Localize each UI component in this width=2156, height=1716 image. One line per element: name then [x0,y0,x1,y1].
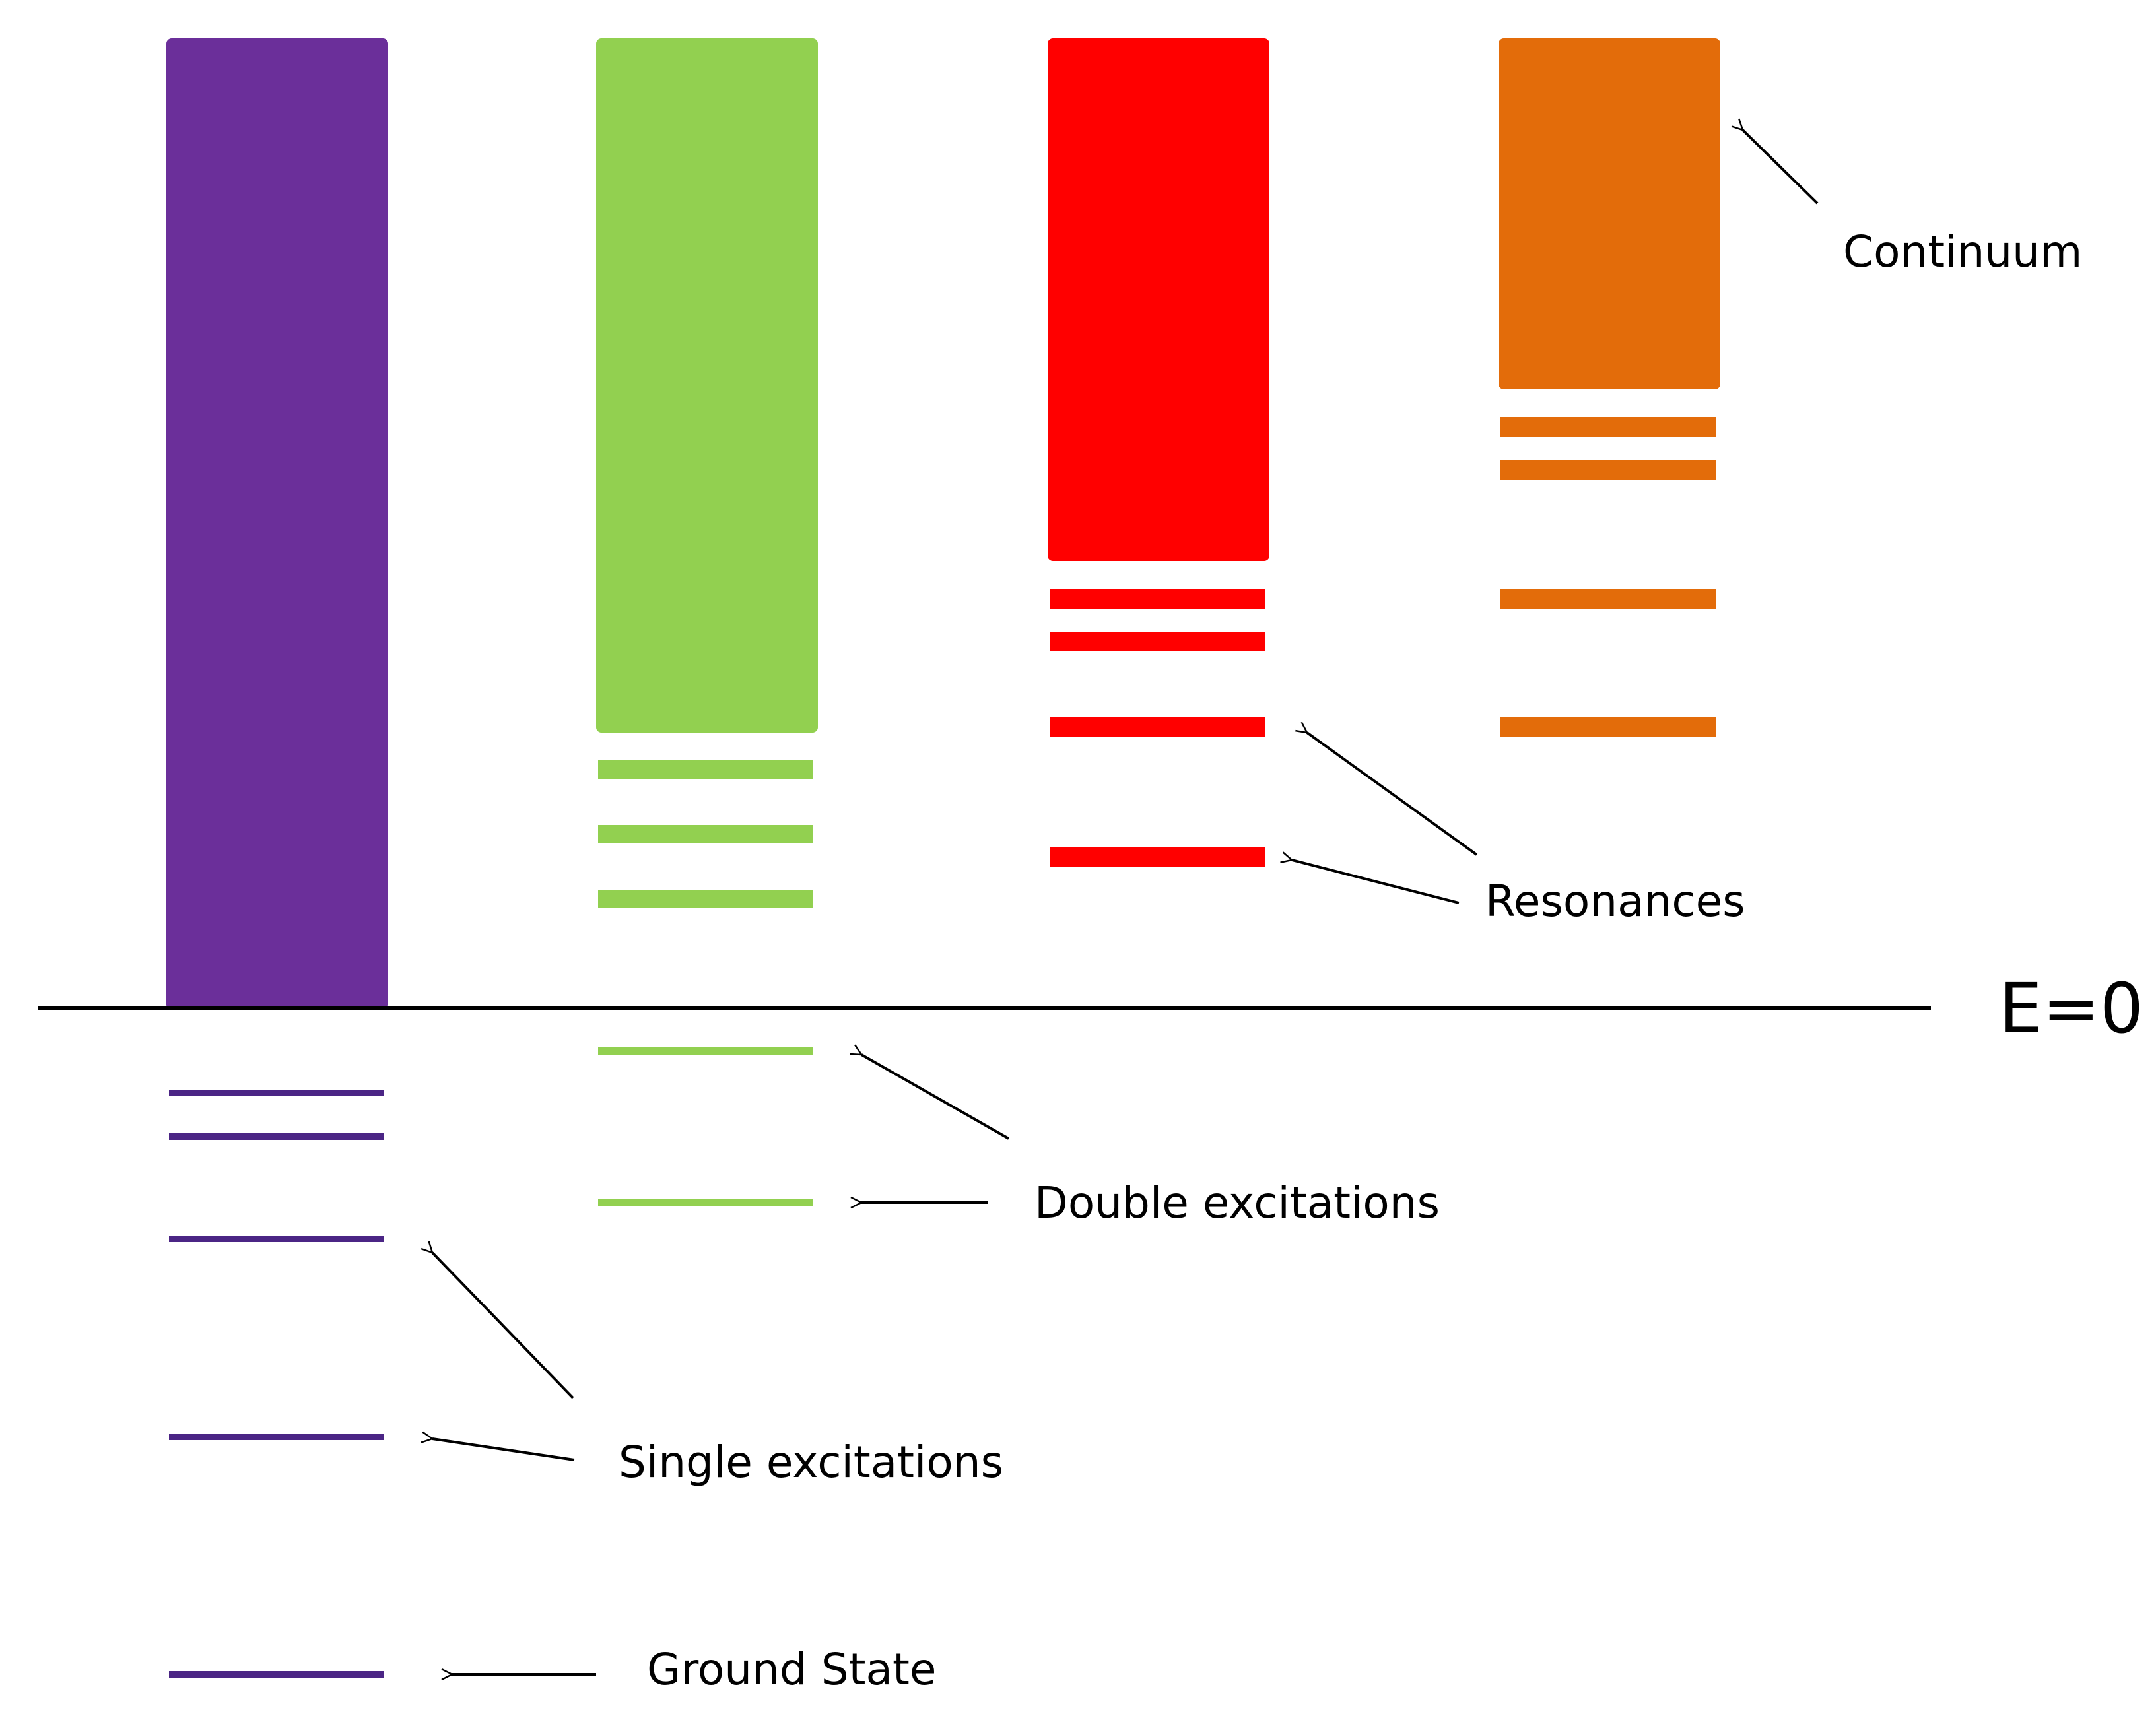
double-excitations-label: Double excitations [1034,1177,1440,1228]
double-excitations-arrow-upper [861,1055,1009,1140]
continuum-band-1 [166,38,388,1010]
resonance-level [1050,717,1265,737]
arrows [432,130,1819,1674]
ground-state-label: Ground State [647,1644,936,1695]
resonance-level [1500,589,1716,609]
continuum-label: Continuum [1843,226,2082,277]
bound-level [169,1434,384,1440]
continuum-band-3 [1048,38,1269,561]
resonance-level [1050,589,1265,609]
column-4 [1499,38,1720,737]
zero-energy-label: E=0 [1999,968,2143,1049]
resonance-level [598,825,813,843]
resonance-level [1050,847,1265,867]
resonance-level [1050,632,1265,651]
resonance-level [1500,717,1716,737]
column-1 [166,38,388,1678]
resonances-label: Resonances [1485,876,1745,927]
single-excitations-label: Single excitations [619,1437,1003,1488]
column-2 [596,38,818,1206]
resonances-arrow-upper [1307,733,1478,856]
bound-level [169,1133,384,1140]
resonances-arrow-lower [1292,860,1460,904]
single-excitations-arrow-lower [432,1439,575,1461]
double-excitation-level [598,1047,813,1055]
bound-level [169,1090,384,1096]
column-3 [1048,38,1269,867]
ground-state-level [169,1671,384,1678]
continuum-band-2 [596,38,818,733]
continuum-arrow [1743,130,1819,205]
resonance-level [1500,460,1716,480]
resonance-level [598,890,813,908]
single-excitations-arrow-upper [432,1253,574,1399]
double-excitation-level [598,1199,813,1206]
continuum-band-4 [1499,38,1720,389]
resonance-level [598,760,813,779]
bound-level [169,1236,384,1242]
resonance-level [1500,417,1716,437]
